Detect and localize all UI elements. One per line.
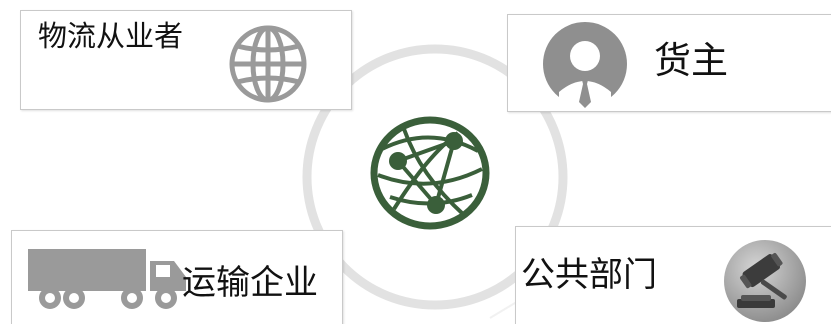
label-cargo-owner: 货主 [654,39,728,82]
label-public-sector: 公共部门 [521,255,657,295]
gavel-icon [724,240,806,322]
globe-icon [229,25,307,103]
label-logistics-workers: 物流从业者 [38,19,184,53]
network-globe-icon [370,116,490,230]
truck-icon [28,249,186,309]
card-logistics-workers [20,10,352,110]
center-ring [302,44,568,310]
label-transport-company: 运输企业 [182,263,318,303]
person-icon [543,22,627,108]
